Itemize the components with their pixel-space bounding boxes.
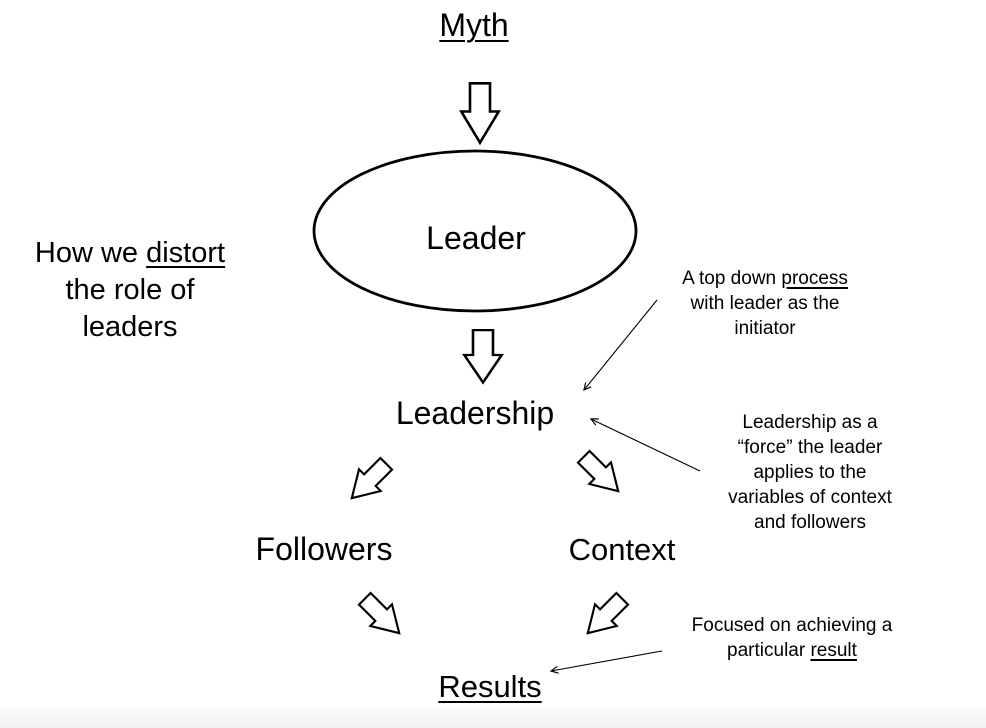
annotation-underlined-text: process xyxy=(781,268,848,289)
annotation-line: “force” the leader xyxy=(737,437,883,458)
context-label: Context xyxy=(568,532,676,567)
left-note-text: How we xyxy=(34,237,147,269)
annotation-text: A top down xyxy=(682,268,782,289)
block-arrow-down-right-icon xyxy=(352,586,412,646)
bottom-strip xyxy=(0,704,986,728)
annotation-arrow-force xyxy=(589,418,701,472)
annotation-line: and followers xyxy=(754,512,866,533)
annotation-underlined-text: result xyxy=(810,640,857,661)
annotation-text: particular xyxy=(727,640,811,661)
annotation-line: A top down process xyxy=(682,266,848,291)
followers-label: Followers xyxy=(255,531,393,567)
leader-label: Leader xyxy=(426,220,526,256)
block-arrow-down-left-icon xyxy=(575,586,635,646)
left-note-line-2: the role of xyxy=(65,274,195,306)
annotation-line: variables of context xyxy=(728,487,892,508)
block-arrow-down-icon xyxy=(459,82,501,144)
annotation-force: Leadership as a “force” the leader appli… xyxy=(728,410,892,535)
block-arrow-down-icon xyxy=(462,328,504,384)
annotation-arrow-result xyxy=(549,650,663,674)
left-note-underlined-text: distort xyxy=(146,237,226,269)
left-note-line-1: How we distort xyxy=(35,235,225,272)
left-note-line-3: leaders xyxy=(82,311,178,343)
block-arrow-down-left-icon xyxy=(339,451,399,511)
annotation-line: initiator xyxy=(734,318,796,339)
annotation-line: Leadership as a xyxy=(742,412,878,433)
leader-ellipse xyxy=(312,149,638,313)
annotation-line: Focused on achieving a xyxy=(691,615,893,636)
myth-label: Myth xyxy=(439,7,509,43)
leadership-label: Leadership xyxy=(395,395,555,431)
annotation-line: particular result xyxy=(692,638,893,663)
annotation-line: with leader as the xyxy=(690,293,840,314)
results-label: Results xyxy=(438,669,542,704)
annotation-top-down: A top down process with leader as the in… xyxy=(682,266,848,341)
annotation-result: Focused on achieving a particular result xyxy=(692,613,893,663)
left-note: How we distort the role of leaders xyxy=(35,235,225,346)
block-arrow-down-right-icon xyxy=(571,444,631,504)
annotation-arrow-top-down xyxy=(583,299,658,392)
annotation-line: applies to the xyxy=(753,462,867,483)
